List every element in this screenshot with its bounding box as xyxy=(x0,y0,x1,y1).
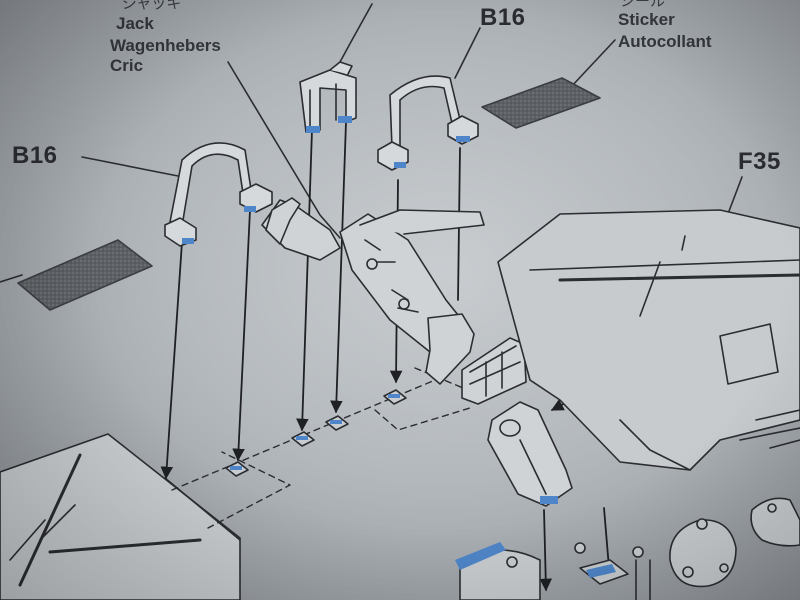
sticker-left xyxy=(17,239,153,311)
jack-label-jp: ジャッキ xyxy=(122,0,182,12)
mounting-guides xyxy=(171,367,481,529)
b16-bracket-left xyxy=(164,142,273,247)
jack-label-de: Wagenhebers xyxy=(110,36,221,55)
hull-right xyxy=(497,209,800,471)
jack-label-fr: Cric xyxy=(110,56,144,75)
small-bracket-part xyxy=(265,197,301,245)
sticker-label-jp: シール xyxy=(620,0,666,10)
part-label-b16-top: B16 xyxy=(480,4,526,31)
part-label-f35: F35 xyxy=(738,148,781,175)
jack-label-en: Jack xyxy=(116,14,154,33)
hull-outline-left xyxy=(0,433,241,600)
jack-assembly xyxy=(261,199,527,405)
mount-hole-markers xyxy=(230,394,400,470)
mount-block xyxy=(487,401,573,507)
sticker-label-fr: Autocollant xyxy=(618,32,712,51)
lower-right-parts xyxy=(459,497,800,600)
lower-blue-markers xyxy=(455,542,616,578)
part-label-b16-left: B16 xyxy=(12,142,58,169)
sticker-right xyxy=(481,77,601,129)
sticker-label-en: Sticker xyxy=(618,10,675,29)
b16-bracket-right xyxy=(377,75,479,171)
